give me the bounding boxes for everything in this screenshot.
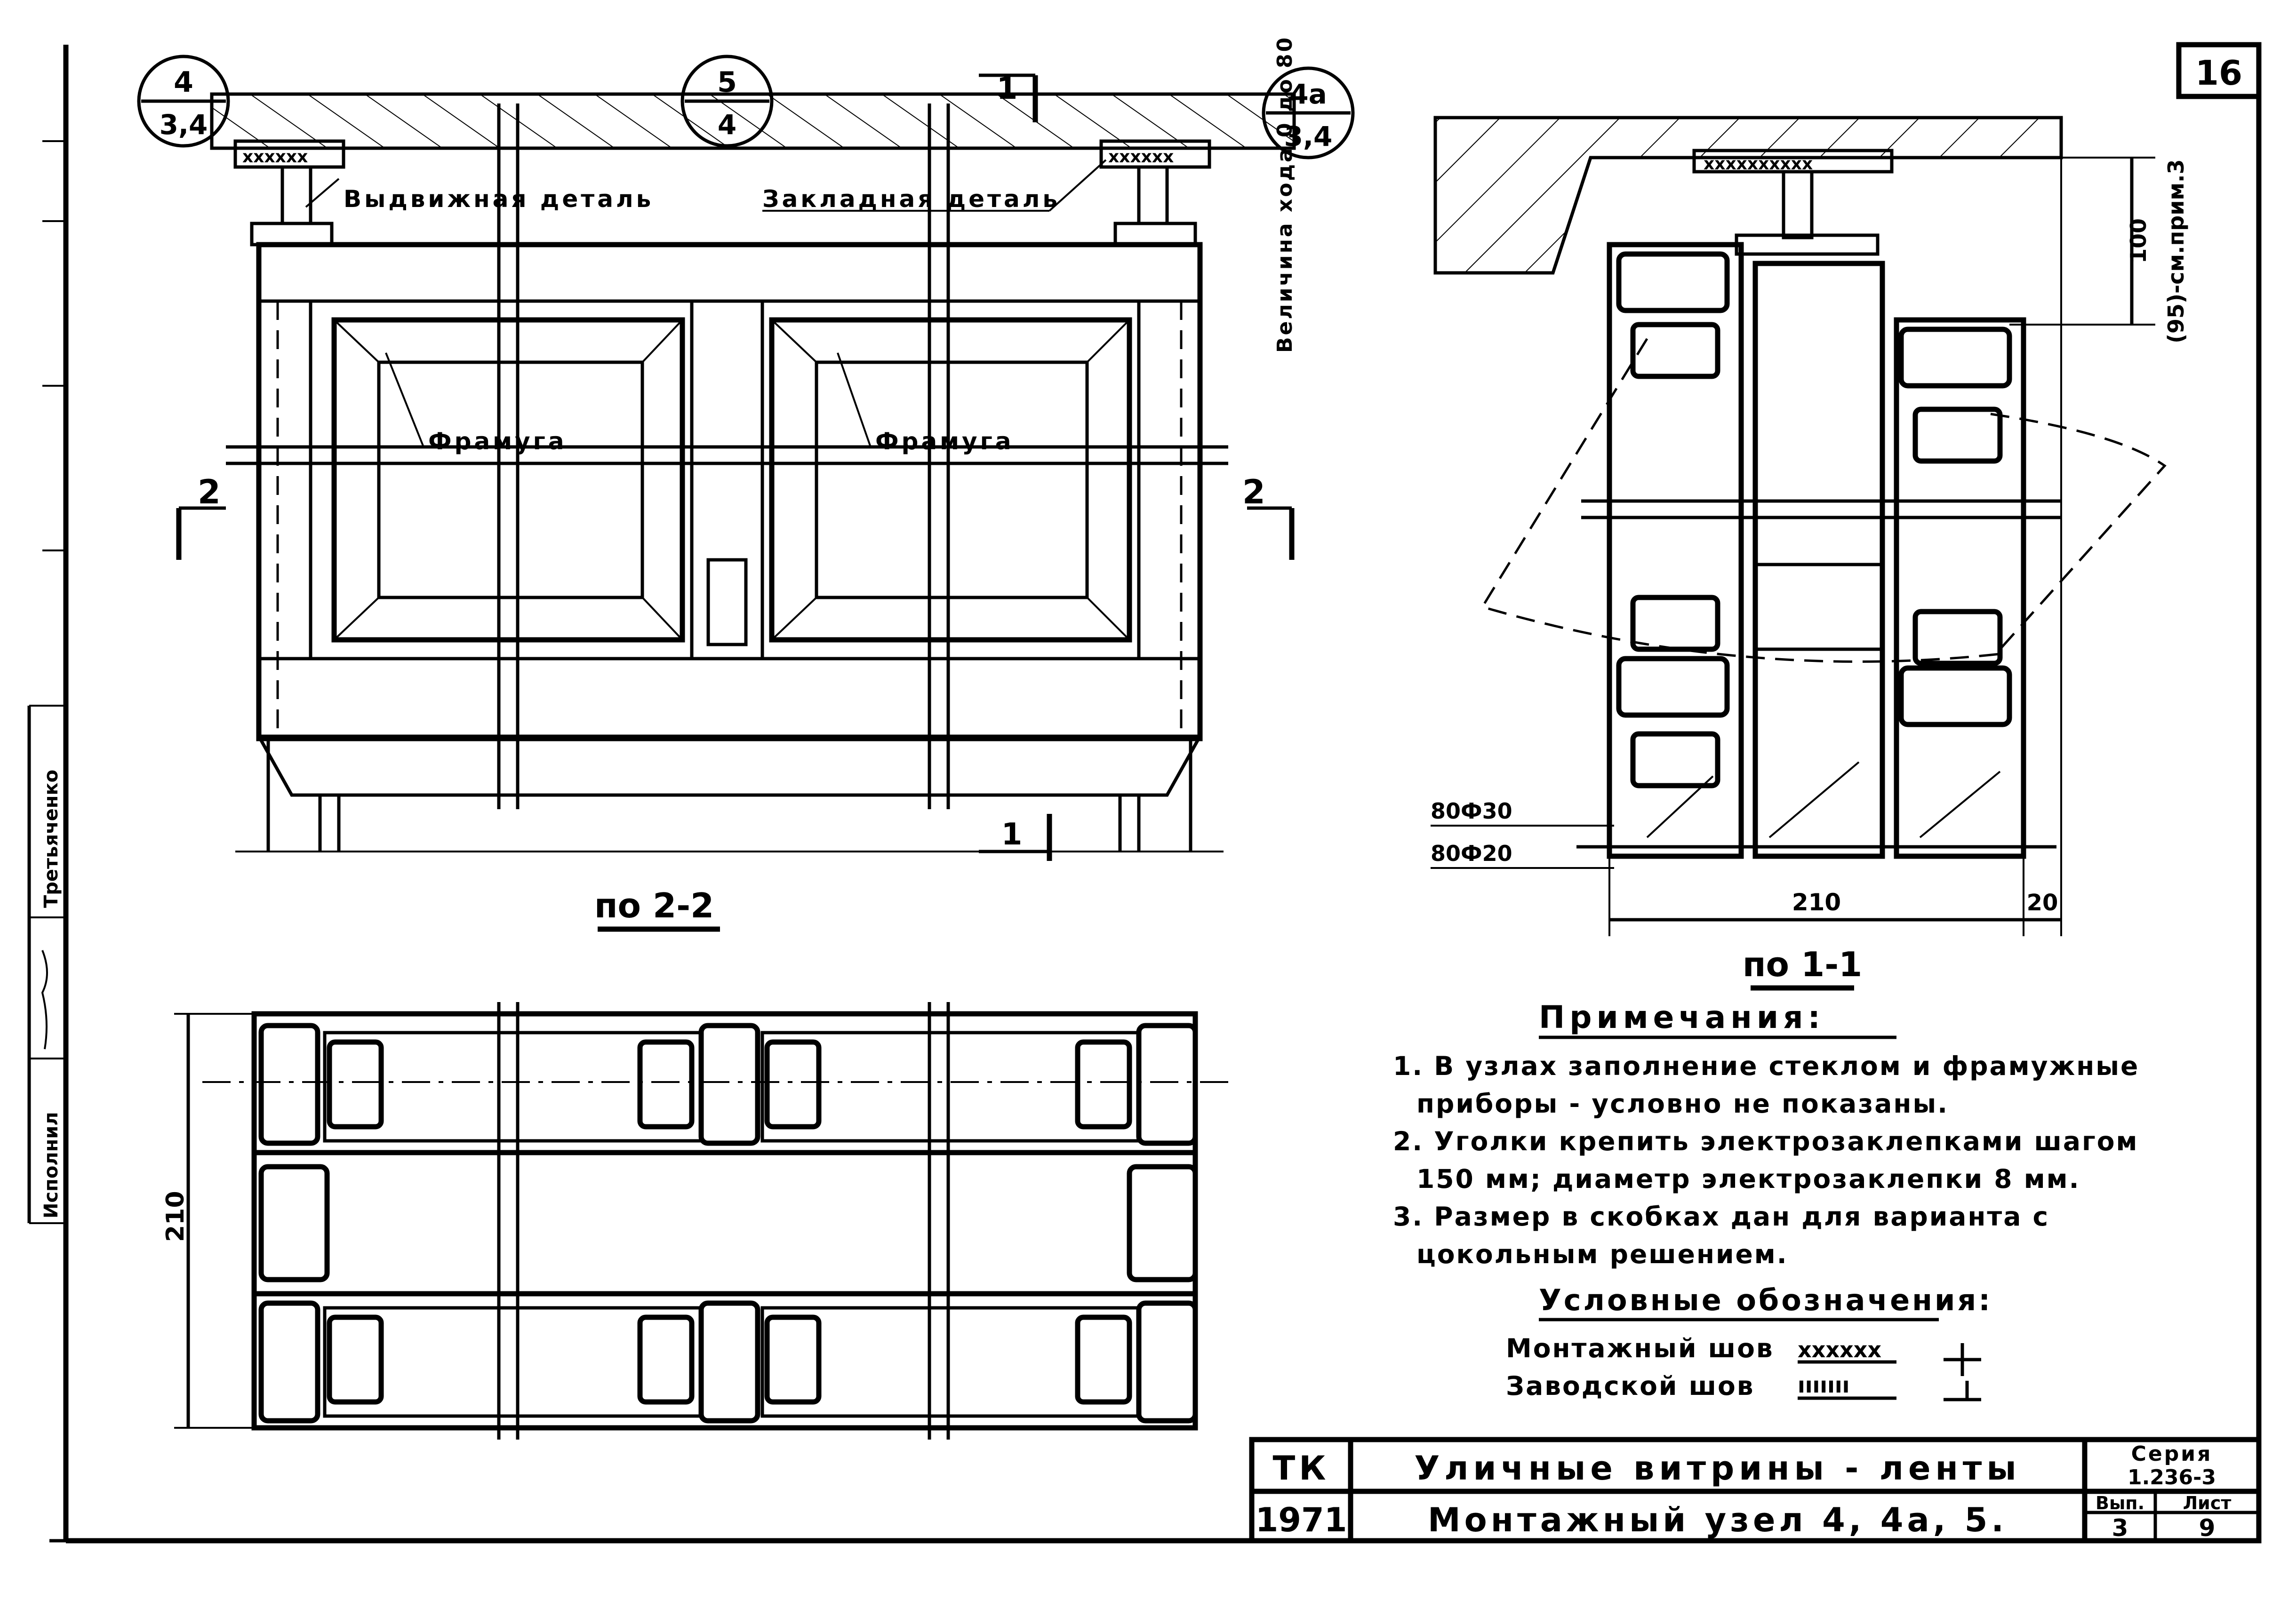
- svg-text:xxxxxx: xxxxxx: [242, 147, 308, 167]
- tb-sheet-value: 9: [2199, 1514, 2216, 1542]
- bolt-bottom: 80Ф20: [1431, 841, 1512, 866]
- svg-text:4: 4: [718, 109, 736, 141]
- label-transom-right: Фрамуга: [875, 428, 1014, 455]
- label-sliding-part: Выдвижная деталь: [344, 185, 654, 213]
- tb-title: Уличные витрины - ленты: [1414, 1449, 2021, 1488]
- legend-mount-symbol: хххххх: [1798, 1337, 1881, 1362]
- legend-factory-symbol: ııııııı: [1798, 1372, 1849, 1398]
- section-mark-1-top: 1: [997, 72, 1018, 106]
- svg-text:4: 4: [174, 66, 193, 99]
- note-line-5: 3. Размер в скобках дан для варианта с: [1393, 1202, 2049, 1232]
- bolt-top: 80Ф30: [1431, 798, 1512, 824]
- tb-series-value: 1.236-3: [2128, 1465, 2216, 1489]
- svg-text:xxxxxx: xxxxxx: [1108, 147, 1174, 167]
- elevation-view: xxxxxx xxxxxx: [137, 36, 1355, 861]
- note-line-3: 2. Уголки крепить электрозаклепками шаго…: [1393, 1126, 2139, 1156]
- tb-issue-value: 3: [2112, 1514, 2128, 1542]
- note-line-1: 1. В узлах заполнение стеклом и фрамужны…: [1393, 1051, 2139, 1081]
- plan-title: по 2-2: [594, 886, 714, 925]
- tb-org: ТК: [1273, 1449, 1330, 1488]
- section-1-1: xxxxxxxxxx 100 (95)-см.прим.3: [1431, 116, 2189, 991]
- note-line-2: приборы - условно не показаны.: [1416, 1089, 1949, 1119]
- callout-4: 4 3,4: [137, 55, 230, 148]
- callout-5: 5 4: [680, 55, 774, 148]
- label-embedded-part: Закладная деталь: [762, 185, 1060, 213]
- svg-text:3,4: 3,4: [1284, 120, 1333, 152]
- section-title: по 1-1: [1743, 945, 1862, 984]
- left-margin: Исполнил Третьяченко: [27, 140, 66, 1224]
- dim-note: (95)-см.прим.3: [2163, 159, 2189, 343]
- legend-mount-label: Монтажный шов: [1506, 1333, 1774, 1363]
- notes-heading: Примечания:: [1539, 999, 1825, 1035]
- plan-2-2: по 2-2 210: [161, 886, 1233, 1440]
- section-mark-2-left: 2: [198, 473, 221, 511]
- legend-factory-label: Заводской шов: [1506, 1371, 1755, 1401]
- tb-issue-label: Вып.: [2096, 1493, 2144, 1513]
- plan-dim-210: 210: [161, 1191, 190, 1242]
- legend-heading: Условные обозначения:: [1539, 1283, 1992, 1317]
- margin-inspected: Исполнил: [40, 1112, 62, 1218]
- label-transom-left: Фрамуга: [428, 428, 567, 455]
- note-line-6: цокольным решением.: [1416, 1239, 1788, 1269]
- dim-20: 20: [2027, 890, 2058, 916]
- tb-year: 1971: [1256, 1501, 1347, 1539]
- plan-tubes: [254, 1023, 1198, 1424]
- section-mark-2-right: 2: [1242, 473, 1265, 511]
- section-mark-1-bottom: 1: [1001, 817, 1023, 852]
- svg-text:3,4: 3,4: [160, 109, 208, 141]
- svg-text:4а: 4а: [1289, 78, 1327, 110]
- note-line-4: 150 мм; диаметр электрозаклепки 8 мм.: [1416, 1164, 2080, 1194]
- dim-210: 210: [1792, 889, 1841, 916]
- callout-4a: 4а 3,4: [1262, 66, 1355, 159]
- dim-100: 100: [2126, 218, 2151, 263]
- tb-series-label: Серия: [2131, 1442, 2213, 1466]
- title-block: ТК 1971 Уличные витрины - ленты Монтажны…: [1249, 1437, 2262, 1544]
- sheet-number-box: 16: [2176, 42, 2262, 99]
- tb-sheet-label: Лист: [2183, 1493, 2232, 1513]
- svg-text:5: 5: [717, 66, 737, 99]
- margin-designer: Третьяченко: [40, 770, 62, 908]
- notes-block: Примечания: 1. В узлах заполнение стекло…: [1393, 999, 2139, 1269]
- tb-subtitle: Монтажный узел 4, 4а, 5.: [1428, 1501, 2008, 1539]
- label-stroke: Величина хода 0 до 80: [1273, 36, 1297, 353]
- legend-block: Условные обозначения: Монтажный шов хххх…: [1506, 1283, 1992, 1401]
- sheet-number: 16: [2195, 53, 2242, 93]
